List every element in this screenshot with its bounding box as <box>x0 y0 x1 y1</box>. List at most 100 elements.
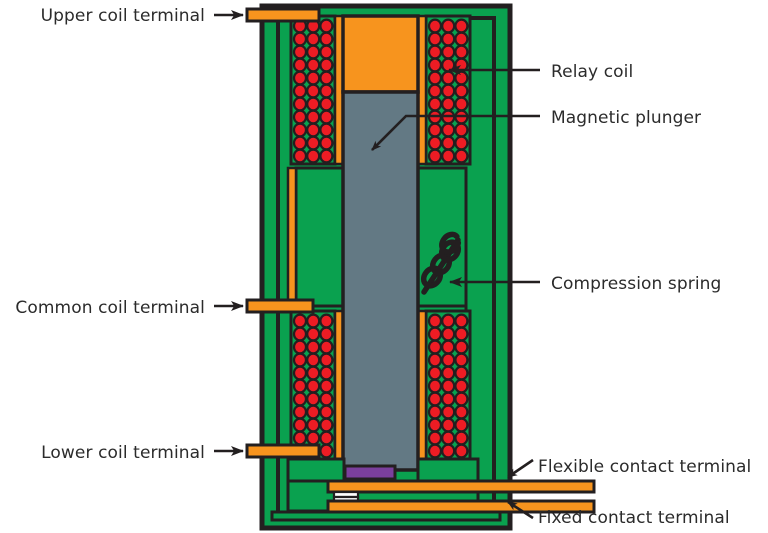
coil-winding-dot <box>292 391 308 407</box>
coil-winding-dot <box>427 404 443 420</box>
coil-winding-dot <box>319 109 334 125</box>
coil-winding-dot <box>292 135 308 151</box>
coil-winding-dot <box>454 83 469 99</box>
upper-coil-winding-right <box>424 14 472 166</box>
contact-assembly <box>286 457 596 514</box>
coil-winding-dot <box>306 430 321 446</box>
coil-winding-dot <box>427 443 443 459</box>
callout-labels: Upper coil terminal Common coil terminal… <box>15 6 751 528</box>
coil-winding-dot <box>454 430 469 446</box>
coil-winding-dot <box>454 18 469 34</box>
coil-winding-dot <box>427 326 443 342</box>
coil-winding-dot <box>454 391 469 407</box>
coil-winding-dot <box>441 135 456 151</box>
magnetic-plunger-body <box>341 90 420 472</box>
coil-winding-dot <box>306 70 321 86</box>
coil-winding-dot <box>427 313 443 329</box>
coil-winding-dot <box>319 70 334 86</box>
coil-winding-dot <box>319 148 334 164</box>
coil-winding-dot <box>454 352 469 368</box>
coil-winding-dot <box>319 44 334 60</box>
coil-winding-dot <box>306 109 321 125</box>
coil-winding-dot <box>441 31 456 47</box>
coil-winding-dot <box>441 378 456 394</box>
coil-winding-dot <box>427 430 443 446</box>
lower-coil-winding-left <box>289 309 337 461</box>
coil-winding-dot <box>427 378 443 394</box>
lower-coil-terminal-tab <box>245 443 321 459</box>
lower-coil-winding-right <box>424 309 472 461</box>
coil-winding-dot <box>319 18 334 34</box>
coil-winding-dot <box>427 96 443 112</box>
coil-winding-dot <box>319 352 334 368</box>
coil-winding-dot <box>319 313 334 329</box>
coil-winding-dot <box>292 417 308 433</box>
armature-top-block <box>341 14 420 94</box>
coil-winding-dot <box>292 109 308 125</box>
coil-winding-dot <box>306 44 321 60</box>
coil-winding-dot <box>441 148 456 164</box>
coil-winding-dot <box>292 430 308 446</box>
coil-winding-dot <box>319 404 334 420</box>
coil-winding-dot <box>441 339 456 355</box>
leader-flexible-contact-terminal <box>507 458 534 479</box>
coil-winding-dot <box>441 391 456 407</box>
coil-winding-dot <box>427 122 443 138</box>
coil-winding-dot <box>306 404 321 420</box>
coil-winding-dot <box>427 148 443 164</box>
coil-winding-dot <box>427 391 443 407</box>
coil-winding-dot <box>427 417 443 433</box>
coil-winding-dot <box>441 417 456 433</box>
coil-winding-dot <box>454 70 469 86</box>
coil-winding-dot <box>292 365 308 381</box>
leader-fixed-contact-terminal <box>507 500 534 520</box>
label-flexible-contact-terminal: Flexible contact terminal <box>538 457 751 477</box>
coil-winding-dot <box>454 96 469 112</box>
coil-winding-dot <box>306 96 321 112</box>
coil-winding-dot <box>306 135 321 151</box>
coil-winding-dot <box>454 31 469 47</box>
coil-winding-dot <box>306 122 321 138</box>
callout-leaders <box>214 10 540 520</box>
coil-winding-dot <box>319 57 334 73</box>
coil-winding-dot <box>441 122 456 138</box>
label-common-coil-terminal: Common coil terminal <box>15 298 205 318</box>
coil-winding-dot <box>441 430 456 446</box>
coil-winding-dot <box>306 352 321 368</box>
coil-winding-dot <box>454 443 469 459</box>
coil-winding-dot <box>306 313 321 329</box>
coil-winding-dot <box>292 326 308 342</box>
label-magnetic-plunger: Magnetic plunger <box>551 108 701 128</box>
label-upper-coil-terminal: Upper coil terminal <box>41 6 205 26</box>
coil-winding-dot <box>306 391 321 407</box>
coil-winding-dot <box>319 135 334 151</box>
label-relay-coil: Relay coil <box>551 62 633 82</box>
coil-winding-dot <box>427 365 443 381</box>
contact-pad-purple <box>343 464 397 481</box>
coil-winding-dot <box>306 31 321 47</box>
coil-winding-dot <box>454 122 469 138</box>
coil-winding-dot <box>292 31 308 47</box>
coil-winding-dot <box>306 57 321 73</box>
coil-winding-dot <box>441 18 456 34</box>
coil-winding-dot <box>441 443 456 459</box>
coil-winding-dot <box>319 365 334 381</box>
coil-winding-dot <box>454 378 469 394</box>
coil-winding-dot <box>292 148 308 164</box>
coil-winding-dot <box>319 326 334 342</box>
coil-winding-dot <box>292 44 308 60</box>
coil-winding-dot <box>306 148 321 164</box>
coil-winding-dot <box>441 404 456 420</box>
leader-magnetic-plunger <box>371 114 540 151</box>
coil-winding-dot <box>319 391 334 407</box>
coil-winding-dot <box>306 83 321 99</box>
coil-winding-dot <box>441 326 456 342</box>
coil-winding-dot <box>319 378 334 394</box>
fixed-contact-bar <box>326 499 596 514</box>
coil-winding-dot <box>454 339 469 355</box>
coil-winding-dot <box>427 44 443 60</box>
coil-winding-dot <box>319 430 334 446</box>
coil-winding-dot <box>292 57 308 73</box>
